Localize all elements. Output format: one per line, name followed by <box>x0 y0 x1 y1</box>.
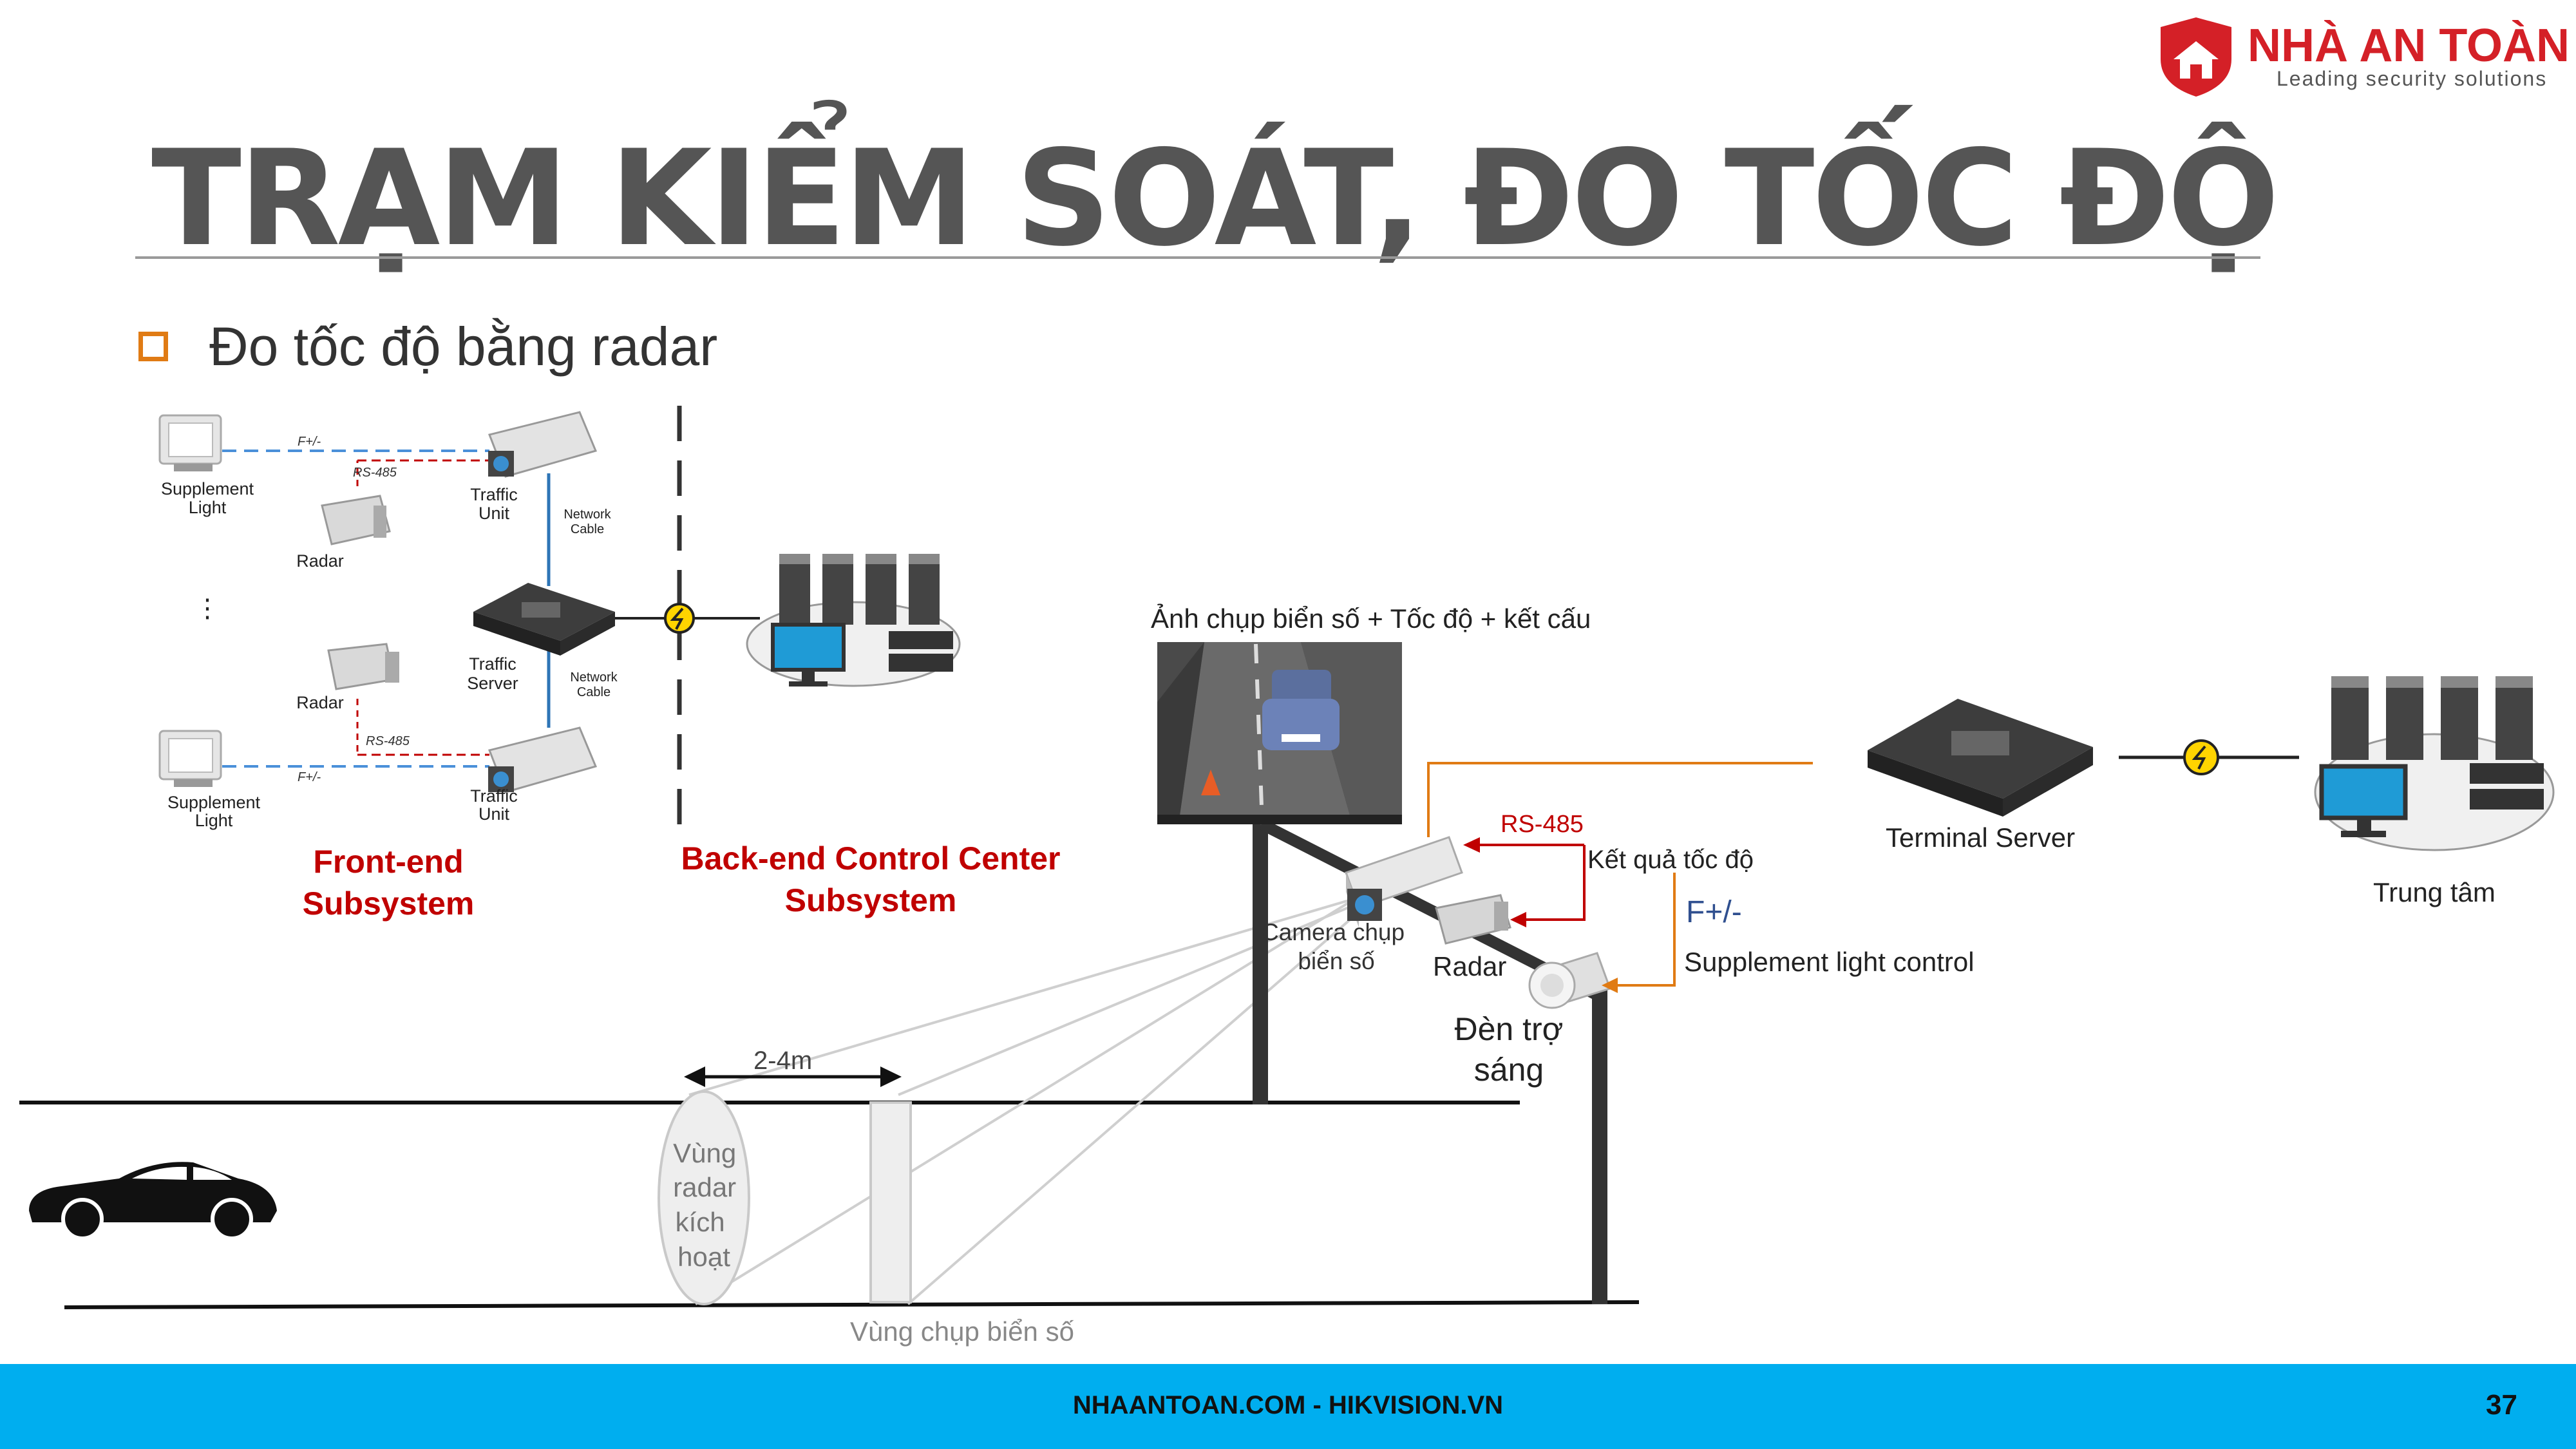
radar-zone-label: Vùng radar kích hoạt <box>673 1138 744 1272</box>
fplus-label: F+/- <box>298 770 321 784</box>
camera-pole <box>1253 821 1268 1104</box>
checkbox-bullet-icon <box>138 332 168 361</box>
speed-measurement-scene: Ảnh chụp biển số + Tốc độ + kết cấu RS-4… <box>19 603 2555 1347</box>
car-icon <box>29 1162 277 1240</box>
supplement-light-icon <box>158 730 222 787</box>
radar-trigger-zone <box>658 1090 750 1305</box>
plate-capture-zone <box>869 1101 912 1303</box>
traffic-server-icon <box>473 583 615 656</box>
ellipsis-label: ⋮ <box>194 594 220 623</box>
fplus-label: F+/- <box>1686 895 1742 929</box>
terminal-server-icon <box>1868 699 2093 817</box>
speed-result-label: Kết quả tốc độ <box>1587 846 1754 874</box>
fplus-label: F+/- <box>298 435 321 449</box>
license-plate-photo <box>1157 642 1402 825</box>
traffic-unit-camera-icon <box>488 726 598 793</box>
radar-device-icon <box>321 495 391 545</box>
monitoring-center-icon <box>2314 676 2555 851</box>
photo-caption: Ảnh chụp biển số + Tốc độ + kết cấu <box>1151 603 1591 634</box>
rs485-label: RS-485 <box>353 466 397 480</box>
traffic-unit-camera-icon <box>488 411 598 478</box>
radar-device-icon <box>1435 894 1511 945</box>
title-divider <box>135 256 2260 259</box>
house-shield-logo-icon <box>2161 17 2231 97</box>
distance-label: 2-4m <box>753 1046 812 1075</box>
supplement-light-icon <box>158 414 222 471</box>
light-pole <box>1592 989 1607 1304</box>
footer-bar <box>0 1364 2576 1449</box>
rs485-label: RS-485 <box>1501 811 1584 838</box>
radar-device-icon <box>327 643 399 690</box>
control-center-icon <box>746 554 961 687</box>
logo-wordmark: NHÀ AN TOÀN <box>2248 20 2570 71</box>
radar-label: Radar <box>1433 951 1506 981</box>
rs485-label: RS-485 <box>366 734 410 748</box>
page-title: TRẠM KIỂM SOÁT, ĐO TỐC ĐỘ <box>151 122 2280 276</box>
center-label: Trung tâm <box>2373 877 2496 907</box>
plate-zone-label: Vùng chụp biển số <box>850 1316 1074 1347</box>
supplement-control-label: Supplement light control <box>1684 947 1975 977</box>
license-plate-camera-icon <box>1345 836 1463 927</box>
section-subtitle: Đo tốc độ bằng radar <box>209 316 718 377</box>
road-bottom-edge <box>64 1300 1640 1309</box>
terminal-server-label: Terminal Server <box>1886 822 2075 853</box>
radar-label: Radar <box>296 693 344 712</box>
radar-label: Radar <box>296 551 344 571</box>
footer-text: NHAANTOAN.COM - HIKVISION.VN <box>1072 1391 1504 1419</box>
logo-tagline: Leading security solutions <box>2277 67 2548 90</box>
page-number: 37 <box>2486 1389 2517 1421</box>
